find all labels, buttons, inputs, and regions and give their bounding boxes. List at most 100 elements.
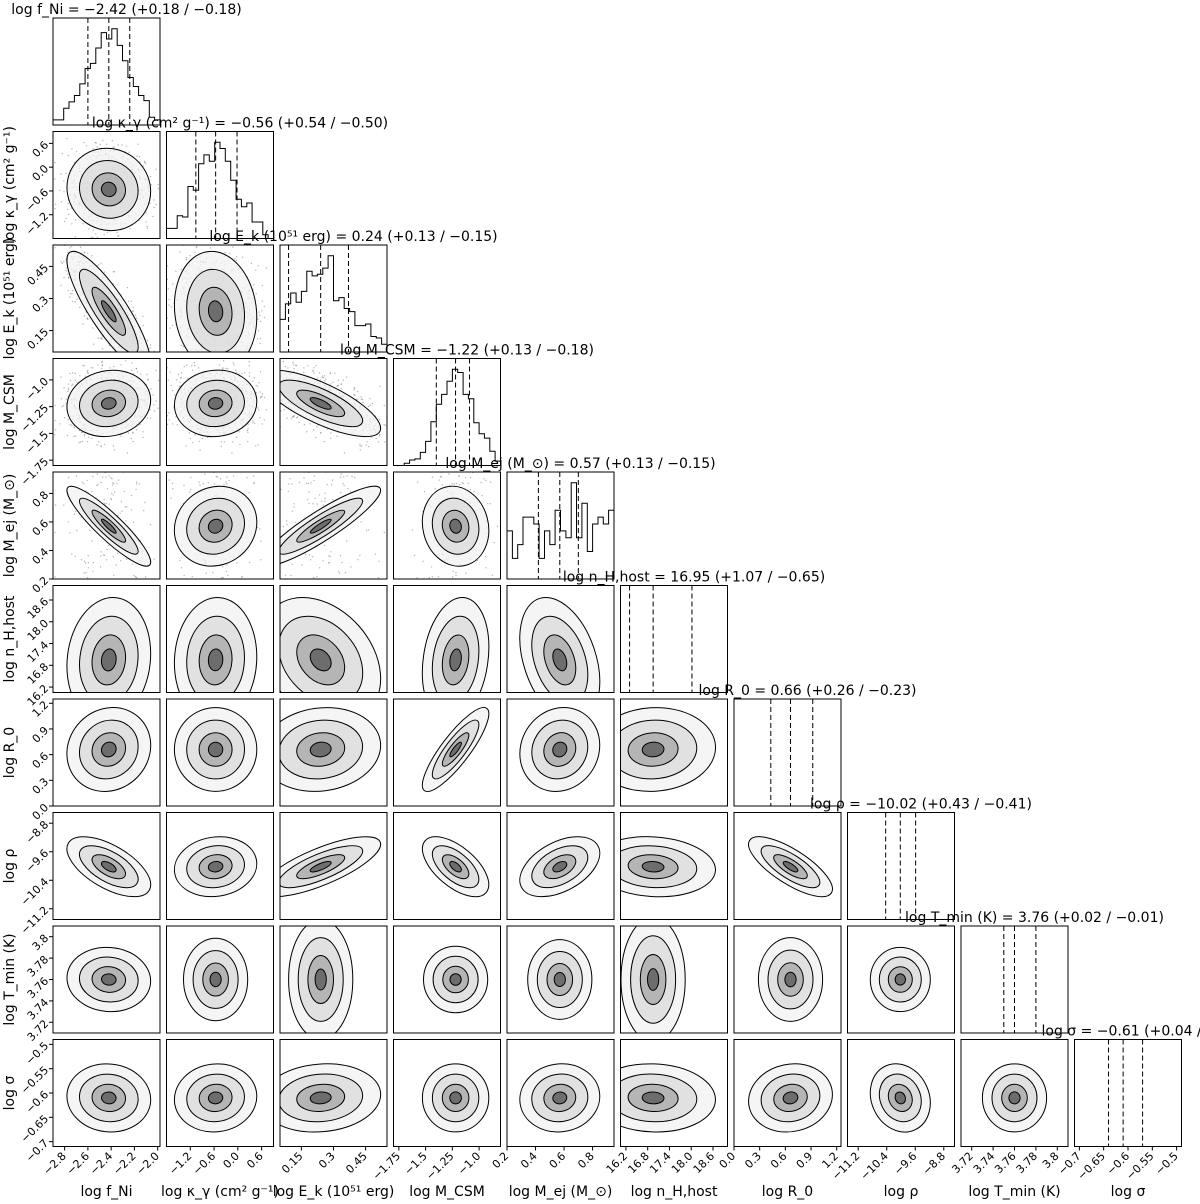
sample-point bbox=[191, 369, 194, 371]
sample-point bbox=[108, 475, 110, 477]
sample-point bbox=[286, 524, 288, 526]
density-contour-3 bbox=[894, 973, 906, 986]
sample-point bbox=[342, 379, 344, 381]
density-contour-3 bbox=[309, 860, 332, 873]
sample-point bbox=[360, 521, 362, 523]
sample-point bbox=[120, 500, 123, 503]
density-panel-8-5 bbox=[620, 926, 728, 1033]
sample-point bbox=[63, 404, 65, 407]
panel-border-7-3 bbox=[393, 812, 501, 920]
sample-point bbox=[366, 441, 368, 443]
sample-point bbox=[212, 571, 214, 574]
sample-point bbox=[73, 513, 76, 515]
sample-point bbox=[183, 484, 185, 487]
panel-border-8-7 bbox=[847, 925, 955, 1034]
sample-point bbox=[105, 476, 107, 478]
sample-point bbox=[314, 497, 316, 500]
sample-point bbox=[483, 478, 485, 480]
sample-point bbox=[238, 431, 240, 433]
sample-point bbox=[136, 155, 138, 157]
sample-point bbox=[340, 491, 342, 494]
sample-point bbox=[110, 497, 112, 500]
sample-point bbox=[97, 337, 99, 339]
sample-point bbox=[130, 300, 132, 303]
sample-point bbox=[143, 160, 146, 163]
sample-point bbox=[296, 416, 299, 418]
x-tick-label-3-2: −1.25 bbox=[424, 1150, 457, 1183]
sample-point bbox=[81, 440, 84, 443]
sample-point bbox=[143, 509, 145, 512]
sample-point bbox=[322, 560, 324, 562]
panel-border-4-2 bbox=[279, 471, 388, 580]
sample-point bbox=[375, 437, 377, 440]
sample-point bbox=[170, 384, 172, 387]
sample-point bbox=[336, 385, 338, 387]
x-tick-label-1-2: 0.0 bbox=[221, 1150, 243, 1172]
sample-point bbox=[257, 385, 259, 388]
sample-point bbox=[175, 416, 177, 418]
y-tick-label-9-1: −0.65 bbox=[18, 1112, 51, 1145]
sample-point bbox=[455, 571, 457, 574]
sample-point bbox=[60, 398, 63, 400]
sample-point bbox=[105, 559, 108, 561]
sample-point bbox=[157, 407, 159, 409]
sample-point bbox=[97, 364, 99, 366]
sample-point bbox=[344, 571, 347, 574]
panel-border-8-3 bbox=[393, 925, 501, 1034]
sample-point bbox=[74, 510, 77, 513]
sample-point bbox=[359, 445, 361, 447]
sample-point bbox=[496, 525, 499, 528]
x-axis-label-2: log E_k (10⁵¹ erg) bbox=[273, 1184, 395, 1200]
hist-panel-6: log R_0 = 0.66 (+0.26 / −0.23) bbox=[698, 683, 917, 807]
sample-point bbox=[106, 231, 109, 233]
sample-point bbox=[146, 225, 148, 228]
sample-point bbox=[263, 316, 266, 319]
sample-point bbox=[309, 423, 311, 425]
sample-point bbox=[149, 417, 152, 419]
panel-border-3-1 bbox=[166, 358, 274, 466]
sample-point bbox=[253, 482, 255, 485]
sample-point bbox=[248, 372, 251, 374]
sample-point bbox=[332, 499, 334, 501]
sample-point bbox=[257, 444, 259, 446]
sample-point bbox=[321, 500, 323, 503]
y-tick-label-3-0: −1.75 bbox=[18, 455, 51, 488]
sample-point bbox=[131, 362, 133, 364]
sample-point bbox=[92, 343, 95, 345]
sample-point bbox=[155, 168, 157, 170]
density-contour-3 bbox=[207, 300, 224, 323]
panel-frame-5-5 bbox=[620, 585, 728, 693]
density-panel-1-0 bbox=[53, 131, 160, 239]
sample-point bbox=[146, 227, 149, 229]
sample-point bbox=[309, 559, 312, 561]
sample-point bbox=[172, 423, 174, 425]
x-axis-label-6: log R_0 bbox=[762, 1184, 813, 1200]
panel-border-3-2 bbox=[279, 358, 388, 466]
sample-point bbox=[76, 298, 78, 300]
sample-point bbox=[434, 488, 436, 490]
sample-point bbox=[469, 476, 472, 479]
sample-point bbox=[263, 305, 265, 308]
sample-point bbox=[379, 385, 381, 387]
sample-point bbox=[321, 377, 323, 379]
density-panel-9-7 bbox=[847, 1039, 955, 1147]
y-tick-label-8-0: 3.72 bbox=[25, 1017, 52, 1044]
sample-point bbox=[315, 436, 317, 439]
y-tick-label-4-2: 0.6 bbox=[30, 517, 52, 539]
sample-point bbox=[236, 562, 238, 564]
sample-point bbox=[476, 559, 479, 562]
sample-point bbox=[85, 562, 87, 564]
sample-point bbox=[132, 432, 134, 434]
hist-title-4: log M_ej (M_⊙) = 0.57 (+0.13 / −0.15) bbox=[445, 456, 715, 472]
sample-point bbox=[105, 143, 108, 145]
sample-point bbox=[189, 491, 191, 493]
sample-point bbox=[248, 360, 250, 363]
sample-point bbox=[149, 175, 152, 178]
density-panel-7-1 bbox=[166, 812, 274, 920]
y-tick-label-4-0: 0.2 bbox=[30, 574, 52, 596]
sample-point bbox=[261, 423, 264, 425]
sample-point bbox=[99, 337, 102, 339]
sample-point bbox=[87, 555, 90, 557]
sample-point bbox=[305, 482, 308, 484]
density-contour-3 bbox=[309, 518, 332, 534]
